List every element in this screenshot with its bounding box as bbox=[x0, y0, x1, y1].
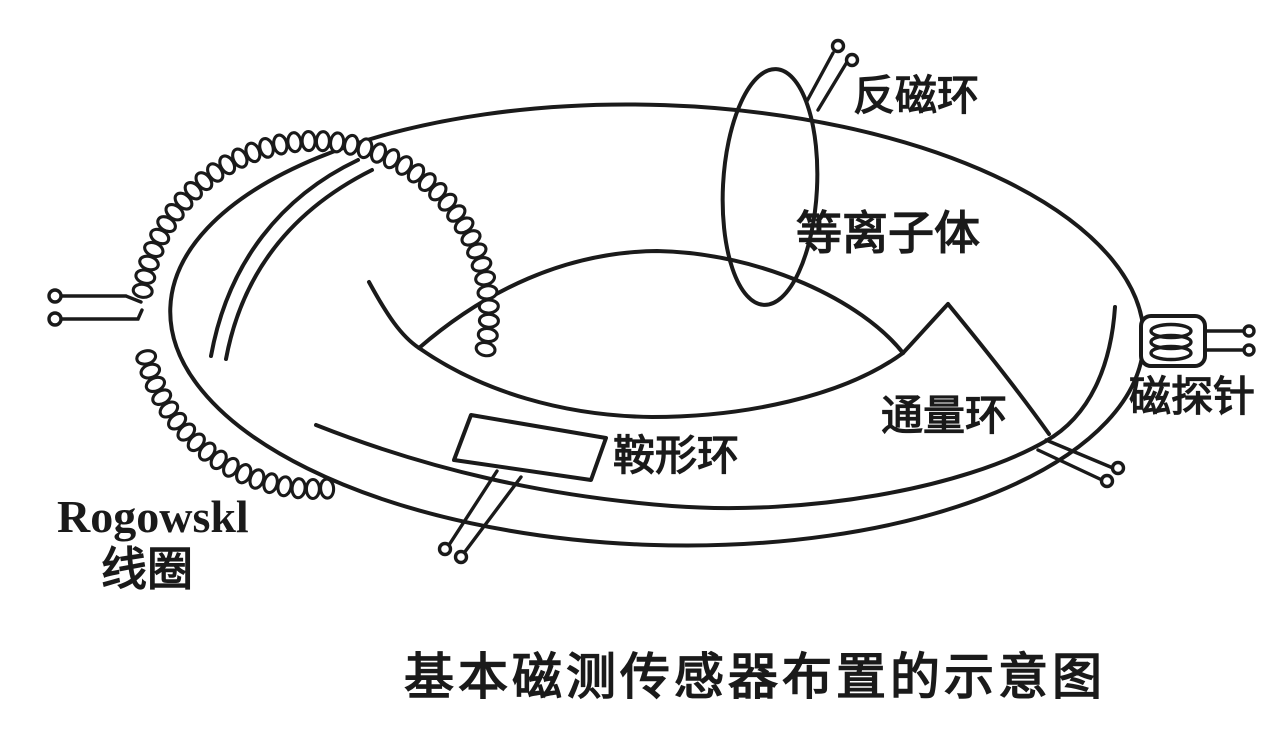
rogowski-coil-turn bbox=[276, 475, 293, 498]
diamagnetic-loop bbox=[720, 38, 860, 307]
rogowski-lead-2 bbox=[60, 308, 144, 321]
magnetic-probe-terminal-2 bbox=[1242, 343, 1256, 357]
rogowski-coil-turns bbox=[131, 130, 500, 501]
saddle-loop-terminal-1 bbox=[437, 541, 453, 557]
rogowski-coil-turn bbox=[477, 298, 500, 315]
label-rogowski-coil: 线圈 bbox=[101, 544, 193, 595]
rogowski-coil-turn bbox=[304, 477, 321, 501]
magnetic-probe-terminal-1 bbox=[1242, 324, 1256, 338]
torus-hole-upper-rim bbox=[367, 249, 905, 355]
magnetic-probe-coil-turn-1 bbox=[1149, 322, 1193, 340]
rogowski-coil-turn bbox=[314, 130, 331, 153]
rogowski-coil-turn bbox=[135, 349, 158, 366]
rogowski-coil bbox=[47, 130, 500, 501]
labels: 反磁环 等离子体 通量环 磁探针 鞍形环 Rogowskl 线圈 基本磁测传感器… bbox=[57, 73, 1255, 705]
saddle-loop bbox=[437, 413, 608, 565]
torus-right-shoulder-arc bbox=[946, 302, 1051, 436]
flux-loop bbox=[314, 305, 1126, 511]
torus-left-inner-rim-b bbox=[224, 168, 374, 361]
torus-hole-lower-rim bbox=[417, 302, 950, 419]
figure-caption: 基本磁测传感器布置的示意图 bbox=[404, 649, 1106, 705]
label-diamagnetic-loop: 反磁环 bbox=[853, 73, 979, 120]
magnetic-probe bbox=[1139, 314, 1256, 368]
rogowski-lead-1 bbox=[60, 294, 143, 304]
torus-left-inner-rim-a bbox=[209, 158, 360, 358]
rogowski-coil-turn bbox=[476, 284, 499, 301]
saddle-loop-lead-1 bbox=[447, 469, 499, 547]
label-rogowski-name: Rogowskl bbox=[57, 491, 249, 542]
rogowski-coil-turn bbox=[286, 131, 303, 154]
saddle-loop-lead-2 bbox=[462, 475, 523, 555]
diamagnetic-loop-terminal-1 bbox=[830, 38, 846, 54]
rogowski-coil-turn bbox=[290, 477, 307, 500]
rogowski-coil-turn bbox=[474, 340, 497, 358]
rogowski-coil-turn bbox=[328, 131, 346, 154]
magnetic-probe-coil-turn-3 bbox=[1149, 344, 1193, 362]
label-magnetic-probe: 磁探针 bbox=[1129, 374, 1255, 421]
saddle-loop-patch bbox=[452, 413, 608, 482]
rogowski-terminal-2 bbox=[47, 311, 63, 327]
label-plasma: 等离子体 bbox=[796, 208, 980, 259]
diamagnetic-loop-lead-1 bbox=[805, 51, 835, 103]
rogowski-coil-turn bbox=[131, 282, 154, 299]
rogowski-coil-turn bbox=[300, 130, 317, 153]
flux-loop-terminal-1 bbox=[1110, 460, 1126, 476]
flux-loop-terminal-2 bbox=[1099, 473, 1115, 489]
saddle-loop-terminal-2 bbox=[453, 549, 469, 565]
magnetic-probe-coil-turn-2 bbox=[1149, 333, 1193, 351]
diamagnetic-loop-wire bbox=[720, 67, 820, 307]
diamagnetic-loop-terminal-2 bbox=[844, 52, 860, 68]
label-flux-loop: 通量环 bbox=[881, 394, 1007, 440]
rogowski-coil-turn bbox=[477, 312, 500, 329]
flux-loop-lead-1 bbox=[1044, 438, 1115, 470]
rogowski-coil-turn bbox=[476, 326, 499, 344]
diamagnetic-loop-lead-2 bbox=[816, 60, 849, 112]
flux-loop-lead-2 bbox=[1036, 448, 1104, 482]
flux-loop-wire bbox=[314, 305, 1117, 511]
rogowski-terminal-1 bbox=[47, 288, 63, 304]
rogowski-coil-turn bbox=[319, 477, 336, 500]
label-saddle-loop: 鞍形环 bbox=[613, 433, 739, 480]
